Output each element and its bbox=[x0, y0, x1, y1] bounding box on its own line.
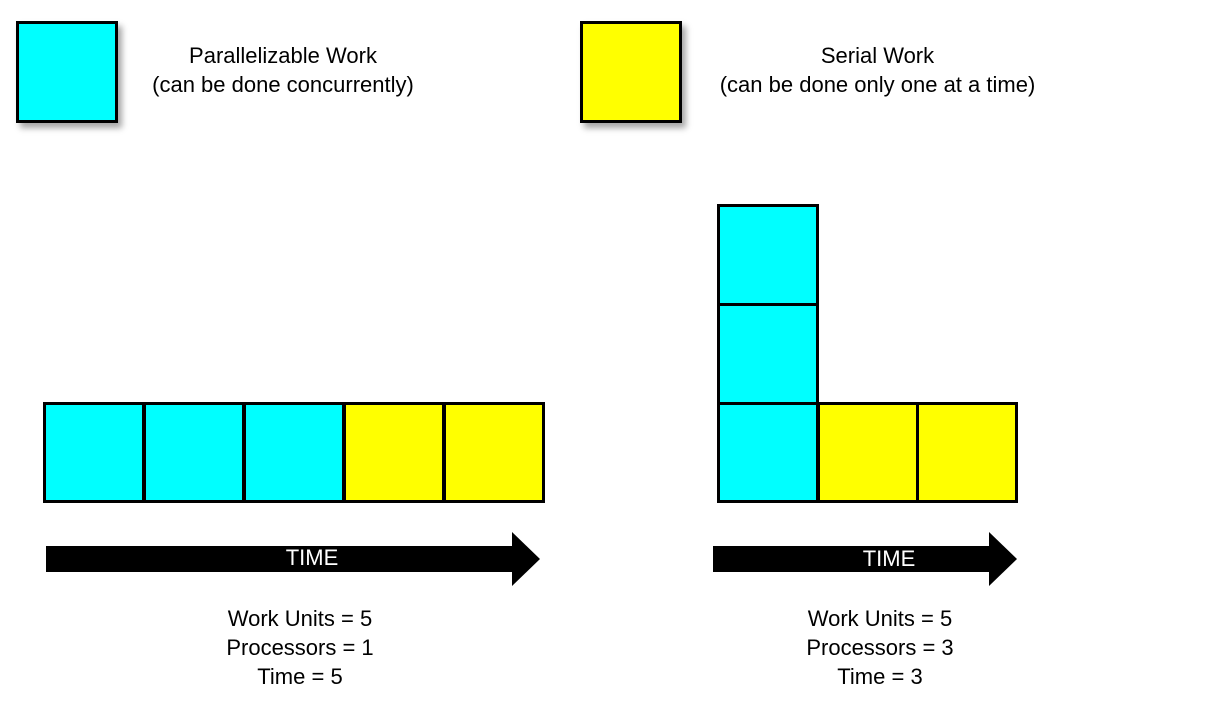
right-block-serial-1 bbox=[817, 402, 919, 503]
left-time-label: TIME bbox=[285, 545, 339, 570]
legend-serial-subtitle: (can be done only one at a time) bbox=[719, 72, 1036, 97]
legend-parallel-swatch bbox=[16, 21, 118, 123]
right-time-arrow bbox=[713, 532, 1017, 586]
right-stats: Work Units = 5 Processors = 3 Time = 3 bbox=[730, 604, 1030, 691]
right-time-label: TIME bbox=[862, 546, 916, 571]
left-block-4 bbox=[343, 402, 445, 503]
legend-serial-title: Serial Work bbox=[820, 43, 935, 68]
right-processors: Processors = 3 bbox=[806, 635, 954, 660]
legend-parallel-title: Parallelizable Work bbox=[189, 43, 377, 68]
right-block-stack-middle bbox=[717, 303, 819, 405]
legend-serial-swatch bbox=[580, 21, 682, 123]
left-work-units: Work Units = 5 bbox=[227, 606, 373, 631]
left-stats: Work Units = 5 Processors = 1 Time = 5 bbox=[150, 604, 450, 691]
left-block-5 bbox=[443, 402, 545, 503]
left-block-1 bbox=[43, 402, 145, 503]
right-block-stack-bottom bbox=[717, 402, 819, 503]
left-block-3 bbox=[243, 402, 345, 503]
left-block-2 bbox=[143, 402, 245, 503]
right-work-units: Work Units = 5 bbox=[807, 606, 953, 631]
legend-parallel-text: Parallelizable Work (can be done concurr… bbox=[128, 41, 438, 99]
left-time-arrow bbox=[46, 532, 540, 586]
right-time: Time = 3 bbox=[837, 664, 923, 689]
left-processors: Processors = 1 bbox=[226, 635, 374, 660]
left-time: Time = 5 bbox=[257, 664, 343, 689]
legend-parallel-subtitle: (can be done concurrently) bbox=[152, 72, 414, 97]
legend-serial-text: Serial Work (can be done only one at a t… bbox=[690, 41, 1065, 99]
right-block-serial-2 bbox=[916, 402, 1018, 503]
right-block-stack-top bbox=[717, 204, 819, 306]
